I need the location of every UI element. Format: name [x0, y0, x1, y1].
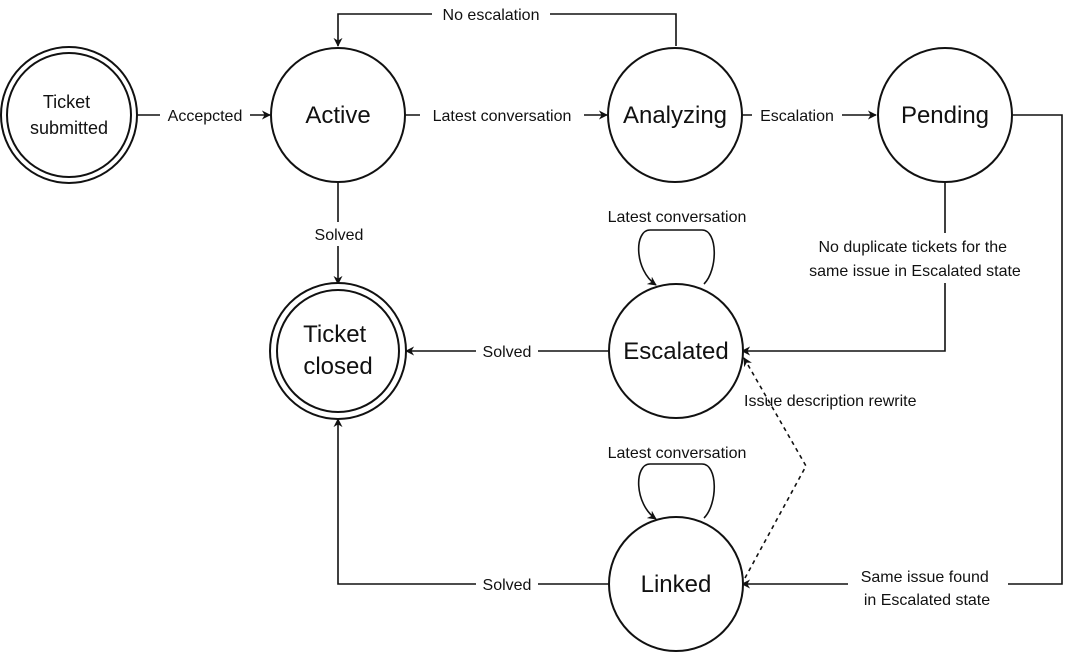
state-linked: Linked [608, 516, 744, 652]
state-analyzing: Analyzing [607, 47, 743, 183]
label-solved-active: Solved [315, 227, 364, 244]
edge-loop-linked [637, 463, 715, 520]
label-loop-escalated: Latest conversation [608, 209, 747, 226]
state-linked-label: Linked [641, 571, 712, 598]
label-latest-conversation-active: Latest conversation [433, 108, 572, 125]
label-loop-linked: Latest conversation [608, 445, 747, 462]
state-ticket-closed-label: Ticket closed [303, 321, 373, 380]
label-no-duplicate-line-2: same issue in Escalated state [809, 263, 1021, 280]
state-pending-label: Pending [901, 102, 989, 129]
state-pending: Pending [877, 47, 1013, 183]
state-ticket-submitted-label: Ticket submitted [30, 92, 108, 138]
label-same-issue: Same issue found in Escalated state [861, 569, 994, 609]
label-solved-escalated: Solved [483, 344, 532, 361]
edge-issue-rewrite [743, 357, 807, 579]
label-accepted: Accepcted [168, 108, 243, 125]
state-ticket-closed: Ticket closed [269, 282, 407, 420]
label-no-duplicate-line-1: No duplicate tickets for the [819, 239, 1008, 256]
label-solved-linked: Solved [483, 577, 532, 594]
label-same-issue-line-1: Same issue found [861, 569, 989, 586]
edge-loop-escalated [637, 229, 715, 286]
state-analyzing-label: Analyzing [623, 102, 727, 129]
label-no-escalation: No escalation [443, 7, 540, 24]
label-escalation: Escalation [760, 108, 834, 125]
edge-solved-linked [333, 418, 609, 585]
state-ticket-submitted: Ticket submitted [0, 46, 138, 184]
state-active: Active [270, 47, 406, 183]
label-issue-rewrite: Issue description rewrite [744, 393, 917, 410]
label-no-duplicate: No duplicate tickets for the same issue … [809, 239, 1021, 280]
label-same-issue-line-2: in Escalated state [864, 592, 990, 609]
state-escalated-label: Escalated [623, 338, 728, 365]
edge-same-issue [741, 114, 1063, 589]
state-escalated: Escalated [608, 283, 744, 419]
state-active-label: Active [305, 102, 370, 129]
